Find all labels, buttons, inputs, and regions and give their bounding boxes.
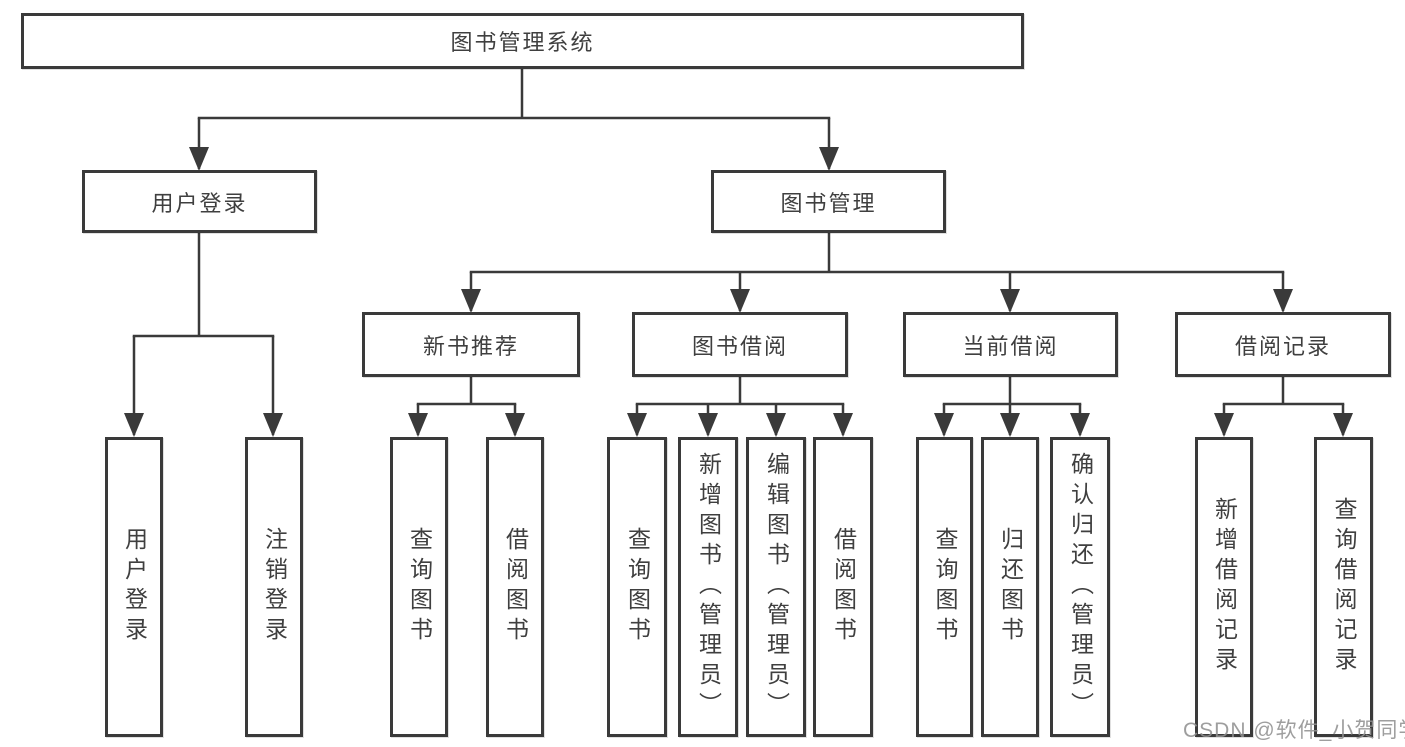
- node-label: 当前借阅: [962, 333, 1059, 359]
- node-borrowing-records: 借阅记录: [1175, 312, 1391, 377]
- node-label: 查询图书: [406, 527, 433, 647]
- node-label: 借阅记录: [1234, 333, 1331, 359]
- node-leaf-query-books: 查询图书: [390, 437, 448, 737]
- node-label: 查询借阅记录: [1331, 497, 1357, 677]
- node-label: 用户登录: [151, 190, 248, 216]
- node-label: 新增图书（管理员）: [695, 452, 722, 722]
- node-book-borrowing: 图书借阅: [632, 312, 848, 377]
- node-book-management: 图书管理: [711, 170, 946, 233]
- node-leaf-edit-books-admin: 编辑图书（管理员）: [746, 437, 806, 737]
- node-label: 查询图书: [932, 527, 958, 647]
- node-label: 归还图书: [997, 527, 1024, 647]
- node-leaf-borrow-books: 借阅图书: [486, 437, 544, 737]
- node-leaf-return-books: 归还图书: [981, 437, 1039, 737]
- node-label: 借阅图书: [502, 527, 529, 647]
- node-user-login: 用户登录: [82, 170, 317, 233]
- node-label: 图书管理系统: [450, 30, 595, 55]
- node-label: 注销登录: [261, 527, 288, 647]
- node-leaf-add-borrow-record: 新增借阅记录: [1195, 437, 1253, 737]
- node-leaf-query-borrow-record: 查询借阅记录: [1314, 437, 1373, 737]
- node-leaf-user-login: 用户登录: [105, 437, 163, 737]
- node-library-management-system: 图书管理系统: [21, 13, 1024, 69]
- csdn-watermark: CSDN @软件_小贺同学: [1183, 719, 1405, 742]
- node-label: 确认归还（管理员）: [1067, 452, 1094, 722]
- node-leaf-logout: 注销登录: [245, 437, 303, 737]
- node-leaf-query-books: 查询图书: [916, 437, 973, 737]
- node-label: 图书借阅: [691, 333, 788, 359]
- node-label: 图书管理: [780, 190, 877, 216]
- node-current-borrowing: 当前借阅: [903, 312, 1118, 377]
- node-label: 编辑图书（管理员）: [763, 452, 790, 722]
- node-new-book-recommendation: 新书推荐: [362, 312, 580, 377]
- node-label: 查询图书: [624, 527, 651, 647]
- node-leaf-add-books-admin: 新增图书（管理员）: [678, 437, 738, 737]
- arrowheads: [124, 147, 1353, 437]
- node-label: 新增借阅记录: [1211, 497, 1238, 677]
- node-label: 新书推荐: [422, 333, 519, 359]
- node-leaf-confirm-return-admin: 确认归还（管理员）: [1050, 437, 1110, 737]
- node-label: 用户登录: [121, 527, 148, 647]
- node-label: 借阅图书: [830, 527, 857, 647]
- node-leaf-borrow-books: 借阅图书: [813, 437, 873, 737]
- node-leaf-query-books: 查询图书: [607, 437, 667, 737]
